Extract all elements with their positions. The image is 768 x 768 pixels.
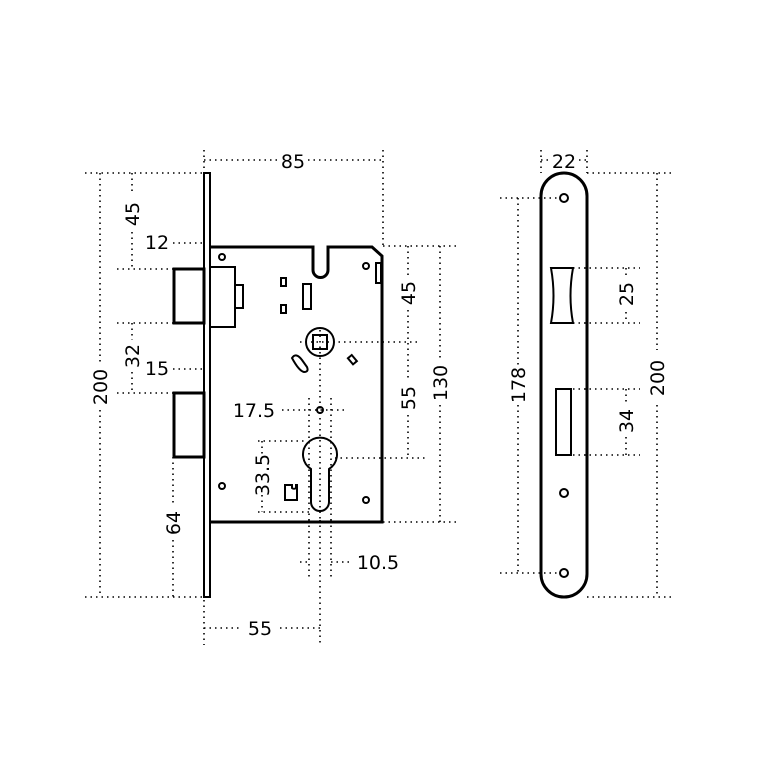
dimension-lines	[500, 150, 675, 598]
dim-17-5: 17.5	[233, 400, 275, 422]
screw-hole	[362, 262, 370, 270]
latch-tab	[234, 284, 244, 309]
screw-hole	[362, 496, 370, 504]
dim-178: 178	[508, 367, 530, 403]
dim-55-backset: 55	[248, 618, 272, 640]
latch-catch	[284, 484, 298, 501]
screw-hole	[218, 482, 226, 490]
screw-hole	[559, 568, 569, 578]
lock-case	[210, 245, 384, 524]
dim-130: 130	[430, 365, 452, 401]
side-view	[85, 150, 458, 645]
dimension-lines	[85, 150, 458, 645]
dim-22: 22	[552, 151, 576, 173]
dim-200-side: 200	[90, 369, 112, 405]
dim-200-front: 200	[647, 360, 669, 396]
dim-45-top: 45	[122, 202, 144, 226]
slot	[280, 277, 287, 287]
dim-55-center: 55	[398, 386, 420, 410]
latch-bolt	[172, 267, 206, 325]
dim-64: 64	[163, 511, 185, 535]
dim-32: 32	[122, 344, 144, 368]
dim-85: 85	[281, 151, 305, 173]
front-view	[500, 150, 675, 599]
dim-45-spindle: 45	[398, 281, 420, 305]
dim-10-5: 10.5	[357, 552, 399, 574]
lever	[290, 354, 309, 374]
latch-body	[209, 266, 236, 328]
slot	[280, 304, 287, 314]
screw-hole	[559, 488, 569, 498]
screw-hole	[218, 253, 226, 261]
slot	[302, 283, 312, 310]
dimension-labels: 85 45 12 32 15 200 64 55 10.5 17.5 33.5 …	[90, 151, 669, 640]
dim-15: 15	[145, 358, 169, 380]
latch-opening	[549, 267, 575, 324]
bolt-opening	[555, 388, 572, 456]
dim-12: 12	[145, 232, 169, 254]
dim-33-5: 33.5	[252, 454, 274, 496]
spindle-square	[312, 334, 328, 350]
cylinder-profile	[302, 436, 338, 512]
faceplate-front	[539, 171, 589, 599]
faceplate-side	[203, 172, 211, 598]
dim-25: 25	[616, 282, 638, 306]
dead-bolt	[172, 391, 206, 459]
dim-34: 34	[616, 409, 638, 433]
case-tab	[375, 262, 382, 284]
screw-hole	[559, 193, 569, 203]
slot	[346, 353, 359, 366]
